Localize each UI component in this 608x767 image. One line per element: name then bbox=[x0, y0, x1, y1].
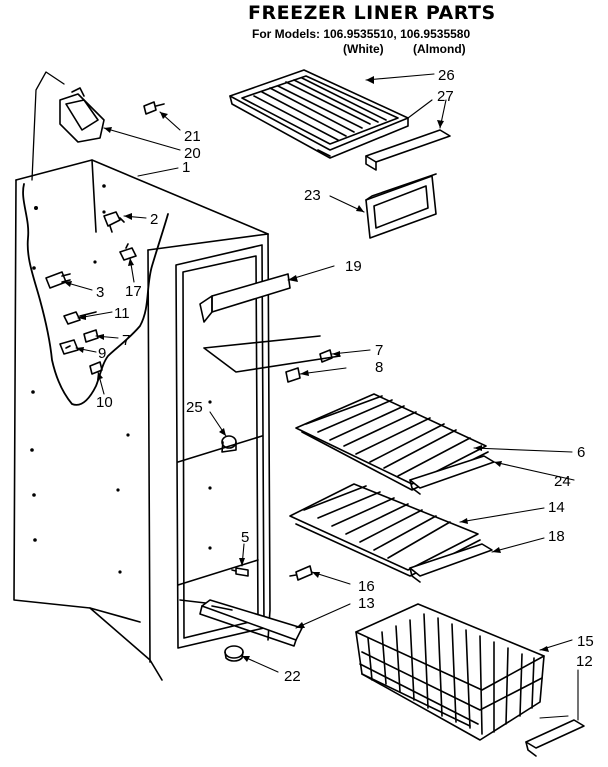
light-socket-part-2 bbox=[103, 211, 125, 233]
callout-7b: 7 bbox=[375, 342, 383, 359]
callout-1: 1 bbox=[182, 159, 190, 176]
shelf-trim-part-24 bbox=[409, 455, 495, 495]
screw-part-5 bbox=[231, 567, 249, 577]
model-numbers: For Models: 106.9535510, 106.9535580 bbox=[252, 27, 471, 41]
thermostat-part-11 bbox=[63, 311, 97, 325]
callout-24: 24 bbox=[554, 473, 571, 490]
callout-27: 27 bbox=[437, 88, 454, 105]
sensor-part-9 bbox=[59, 339, 79, 355]
shelf-support-part-8 bbox=[285, 367, 301, 383]
callout-3: 3 bbox=[96, 284, 104, 301]
callout-13: 13 bbox=[358, 595, 375, 612]
bracket-part-7 bbox=[83, 329, 99, 343]
wire-basket-part-15 bbox=[355, 603, 545, 741]
callout-25: 25 bbox=[186, 399, 203, 416]
connector-part-3 bbox=[45, 271, 71, 289]
damper-knob-part-25 bbox=[221, 435, 237, 453]
callout-26: 26 bbox=[438, 67, 455, 84]
wire-shelf-part-6 bbox=[295, 393, 489, 491]
shelf-trim-part-27 bbox=[365, 129, 451, 171]
foot-cap-part-22 bbox=[224, 645, 244, 662]
callout-22: 22 bbox=[284, 668, 301, 685]
basket-trim-part-12 bbox=[525, 719, 585, 757]
model-variants: (White) (Almond) bbox=[343, 42, 466, 56]
cover-part-23 bbox=[365, 173, 437, 239]
callout-5: 5 bbox=[241, 529, 249, 546]
callout-9: 9 bbox=[98, 345, 106, 362]
leader-lines bbox=[63, 73, 579, 721]
callout-11: 11 bbox=[114, 305, 130, 322]
screw-part-16 bbox=[289, 565, 313, 581]
hinge-bracket-part-20 bbox=[59, 87, 105, 143]
leader-arrowheads bbox=[64, 76, 549, 662]
light-switch-part-17 bbox=[119, 243, 137, 261]
screw-part-21 bbox=[143, 101, 165, 115]
callout-16: 16 bbox=[358, 578, 375, 595]
baffle-part-19 bbox=[199, 273, 291, 323]
freezer-liner-cabinet bbox=[13, 71, 271, 681]
clip-part-10 bbox=[89, 361, 103, 375]
callout-7: 7 bbox=[122, 332, 130, 349]
shelf-support-part-7 bbox=[203, 335, 341, 373]
callout-21: 21 bbox=[184, 128, 201, 145]
variant-white: (White) bbox=[343, 42, 384, 56]
callout-14: 14 bbox=[548, 499, 565, 516]
top-shelf-part-26 bbox=[229, 69, 409, 159]
diagram-title: FREEZER LINER PARTS bbox=[248, 2, 496, 24]
callout-6: 6 bbox=[577, 444, 585, 461]
callout-15: 15 bbox=[577, 633, 594, 650]
callout-17: 17 bbox=[125, 283, 142, 300]
callout-20: 20 bbox=[184, 145, 201, 162]
wire-shelf-part-14 bbox=[289, 483, 481, 577]
callout-23: 23 bbox=[304, 187, 321, 204]
callout-12: 12 bbox=[576, 653, 593, 670]
callout-18: 18 bbox=[548, 528, 565, 545]
callout-8: 8 bbox=[375, 359, 383, 376]
callout-10: 10 bbox=[96, 394, 113, 411]
callout-19: 19 bbox=[345, 258, 362, 275]
callout-2: 2 bbox=[150, 211, 158, 228]
shelf-trim-part-18 bbox=[409, 543, 493, 583]
callout-labels: 26 27 21 20 1 23 2 19 17 3 11 7 9 7 8 10… bbox=[96, 67, 594, 685]
variant-almond: (Almond) bbox=[413, 42, 466, 56]
